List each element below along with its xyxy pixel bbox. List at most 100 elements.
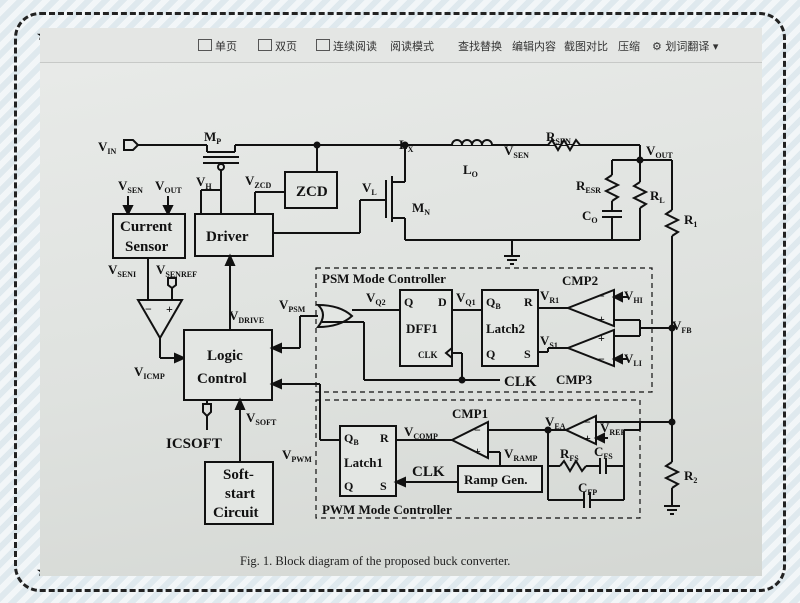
junction (544, 426, 552, 434)
vref-label: VREF (600, 420, 626, 437)
resistor-r1 (663, 209, 681, 237)
latch2-block (481, 289, 539, 367)
edit-content-button[interactable]: 编辑内容 (512, 38, 556, 54)
cmp2-comparator (565, 288, 615, 328)
soft-start-line1: Soft- (223, 467, 254, 483)
arrow-icon (174, 352, 187, 364)
latch1-s-pin: S (380, 479, 387, 493)
latch1-qb-pin: QB (344, 431, 359, 447)
co-label: CO (582, 208, 598, 225)
toolbar-label: 划词翻译 (665, 40, 710, 53)
resistor-r2 (663, 461, 681, 489)
vfb-label: VFB (672, 318, 692, 335)
error-amplifier (563, 414, 597, 446)
latch1-r-pin: R (380, 431, 389, 445)
double-page-button[interactable]: 双页 (258, 38, 297, 54)
translate-button[interactable]: ⚙ 划词翻译 ▾ (652, 40, 719, 53)
vhi-label: VHI (624, 288, 643, 305)
dashed-frame (14, 12, 786, 592)
pages-icon (258, 39, 272, 51)
vsen-cs-label: VSEN (118, 178, 143, 195)
lo-label: LO (463, 162, 478, 179)
toolbar-label: 连续阅读 (333, 40, 377, 53)
arrow-icon (122, 205, 134, 217)
single-page-button[interactable]: 单页 (198, 38, 237, 54)
psm-controller-box (315, 267, 653, 393)
toolbar-label: 编辑内容 (512, 40, 556, 53)
arrow-icon (611, 353, 623, 365)
arrow-icon (269, 378, 282, 390)
vs1-label: VS1 (540, 333, 558, 350)
vsoft-label: VSOFT (246, 410, 277, 427)
cmp1-comparator (449, 420, 489, 460)
clk-pwm-label: CLK (412, 464, 445, 480)
driver-block (194, 213, 274, 257)
ramp-gen-block (457, 465, 543, 493)
latch2-q-pin: Q (486, 347, 495, 361)
soft-start-line2: start (225, 486, 255, 502)
current-comparator (136, 299, 184, 340)
vh-label: VH (196, 174, 212, 191)
vout-top-label: VOUT (646, 143, 673, 160)
vin-label: VIN (98, 139, 117, 156)
vsenref-label: VSENREF (156, 262, 197, 279)
mn-label: MN (412, 200, 430, 217)
arrow-icon (162, 205, 174, 217)
dff1-label: DFF1 (406, 321, 438, 336)
vea-label: VEA (545, 414, 566, 431)
minus-sign: − (584, 415, 591, 429)
arrow-icon (593, 432, 605, 444)
icsoft-port (202, 403, 212, 418)
vsen-top-label: VSEN (504, 143, 529, 160)
soft-start-block (204, 461, 274, 525)
latch2-r-pin: R (524, 295, 533, 309)
arrow-icon (234, 397, 246, 410)
compress-button[interactable]: 压缩 (618, 38, 640, 54)
vr1-label: VR1 (540, 288, 559, 305)
dff1-block (399, 289, 453, 367)
vseni-label: VSENI (108, 262, 136, 279)
pwm-controller-label: PWM Mode Controller (322, 502, 452, 517)
zcd-text: ZCD (296, 184, 328, 200)
vpsm-label: VPSM (279, 297, 306, 314)
resistor-rsen (547, 138, 581, 152)
rl-label: RL (650, 188, 665, 205)
latch2-qb-pin: QB (486, 295, 501, 311)
cmp1-label: CMP1 (452, 406, 488, 421)
junction (458, 376, 466, 384)
cfs-label: CFS (594, 444, 613, 461)
resistor-resr (603, 174, 621, 202)
find-replace-button[interactable]: 查找替换 (458, 38, 502, 54)
dff1-q-pin: Q (404, 295, 413, 309)
current-sensor-line1: Current (120, 219, 172, 235)
toolbar-label: 单页 (215, 40, 237, 53)
circuit-diagram: VIN MP VH LX LO VSEN RSEN VOUT RESR (98, 129, 697, 525)
latch1-block (339, 425, 397, 497)
resr-label: RESR (576, 178, 601, 195)
clock-edge-icon (444, 347, 453, 359)
arrow-icon (393, 476, 406, 488)
plus-sign: + (584, 431, 591, 445)
toolbar-label: 查找替换 (458, 40, 502, 53)
toolbar-label: 双页 (275, 40, 297, 53)
minus-sign: − (145, 302, 152, 316)
reader-toolbar: 单页 双页 连续阅读 阅读模式 查找替换 编辑内容 截图对比 压缩 ⚙ 划词翻译… (40, 28, 762, 63)
mp-label: MP (204, 129, 221, 146)
figure-caption: Fig. 1. Block diagram of the proposed bu… (240, 554, 511, 568)
arrow-icon (611, 291, 623, 303)
soft-start-line3: Circuit (213, 505, 259, 521)
latch2-s-pin: S (524, 347, 531, 361)
read-mode-button[interactable]: 阅读模式 (390, 38, 434, 54)
vsenref-port (167, 277, 177, 290)
minus-sign: − (474, 423, 481, 437)
screenshot-compare-button[interactable]: 截图对比 (564, 38, 608, 54)
junction (668, 324, 676, 332)
vq2-label: VQ2 (366, 290, 386, 307)
current-sensor-line2: Sensor (125, 239, 169, 255)
vzcd-label: VZCD (245, 173, 272, 190)
vpwm-label: VPWM (282, 447, 312, 464)
continuous-read-button[interactable]: 连续阅读 (316, 38, 377, 54)
inductor-lo (451, 139, 493, 146)
vdrive-label: VDRIVE (229, 308, 264, 325)
psm-controller-label: PSM Mode Controller (322, 271, 446, 286)
